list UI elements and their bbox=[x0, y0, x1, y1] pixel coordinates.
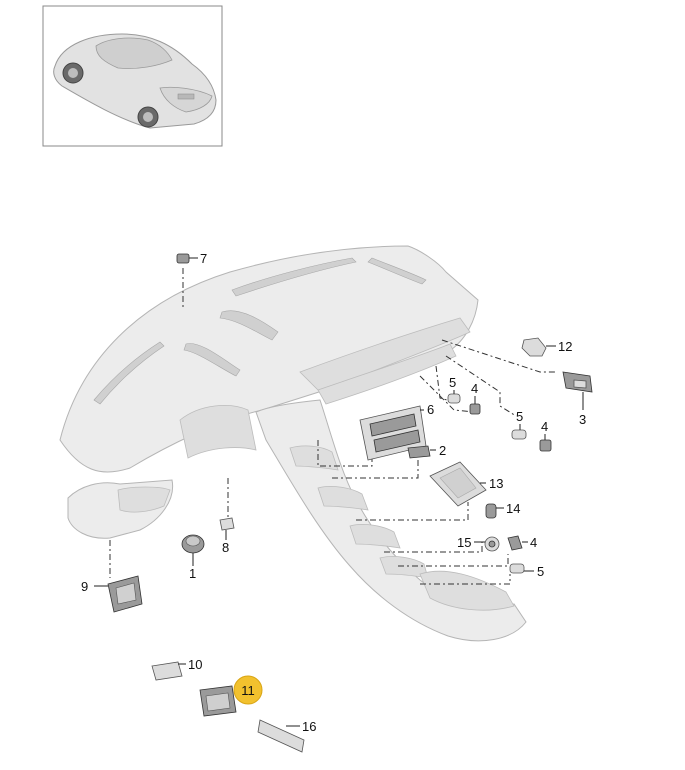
callout-4-mid[interactable]: 4 bbox=[541, 419, 548, 434]
part-13[interactable] bbox=[429, 461, 487, 507]
callout-13[interactable]: 13 bbox=[489, 476, 503, 491]
part-15[interactable] bbox=[484, 536, 500, 552]
part-5-lower[interactable] bbox=[509, 563, 525, 574]
dashboard-assembly bbox=[59, 245, 527, 642]
part-6[interactable] bbox=[359, 405, 427, 461]
part-11[interactable] bbox=[199, 685, 237, 717]
callout-11[interactable]: 11 bbox=[241, 683, 255, 698]
callout-2[interactable]: 2 bbox=[439, 443, 446, 458]
callout-labels: 7 12 3 5 4 6 5 4 2 13 14 15 4 5 1 8 9 10… bbox=[81, 251, 586, 734]
callout-4-upper[interactable]: 4 bbox=[471, 381, 478, 396]
part-4-upper[interactable] bbox=[469, 403, 481, 415]
callout-14[interactable]: 14 bbox=[506, 501, 520, 516]
part-4-mid[interactable] bbox=[539, 439, 552, 452]
callout-11-highlight[interactable]: 11 bbox=[233, 675, 263, 705]
part-5-mid[interactable] bbox=[511, 429, 527, 440]
callout-9[interactable]: 9 bbox=[81, 579, 88, 594]
callout-5-upper[interactable]: 5 bbox=[449, 375, 456, 390]
callout-1[interactable]: 1 bbox=[189, 566, 196, 581]
vehicle-thumbnail bbox=[42, 5, 223, 147]
callout-16[interactable]: 16 bbox=[302, 719, 316, 734]
part-16[interactable] bbox=[257, 719, 305, 753]
part-1[interactable] bbox=[181, 534, 205, 554]
part-2[interactable] bbox=[407, 445, 431, 459]
callout-15[interactable]: 15 bbox=[457, 535, 471, 550]
callout-6[interactable]: 6 bbox=[427, 402, 434, 417]
callout-7[interactable]: 7 bbox=[200, 251, 207, 266]
part-10[interactable] bbox=[151, 661, 183, 681]
callout-3[interactable]: 3 bbox=[579, 412, 586, 427]
callout-10[interactable]: 10 bbox=[188, 657, 202, 672]
part-14[interactable] bbox=[485, 503, 497, 519]
part-5-upper[interactable] bbox=[447, 393, 461, 404]
callout-leaders bbox=[94, 257, 584, 727]
part-3[interactable] bbox=[562, 371, 593, 393]
callout-8[interactable]: 8 bbox=[222, 540, 229, 555]
callout-5-mid[interactable]: 5 bbox=[516, 409, 523, 424]
part-7[interactable] bbox=[176, 253, 190, 264]
callout-4-lower[interactable]: 4 bbox=[530, 535, 537, 550]
callout-12[interactable]: 12 bbox=[558, 339, 572, 354]
part-8[interactable] bbox=[219, 517, 235, 531]
callout-5-lower[interactable]: 5 bbox=[537, 564, 544, 579]
highlight-circle bbox=[233, 675, 263, 705]
part-9[interactable] bbox=[107, 575, 143, 613]
part-4-lower[interactable] bbox=[507, 535, 523, 551]
part-12[interactable] bbox=[521, 337, 547, 357]
car-icon bbox=[53, 33, 217, 129]
